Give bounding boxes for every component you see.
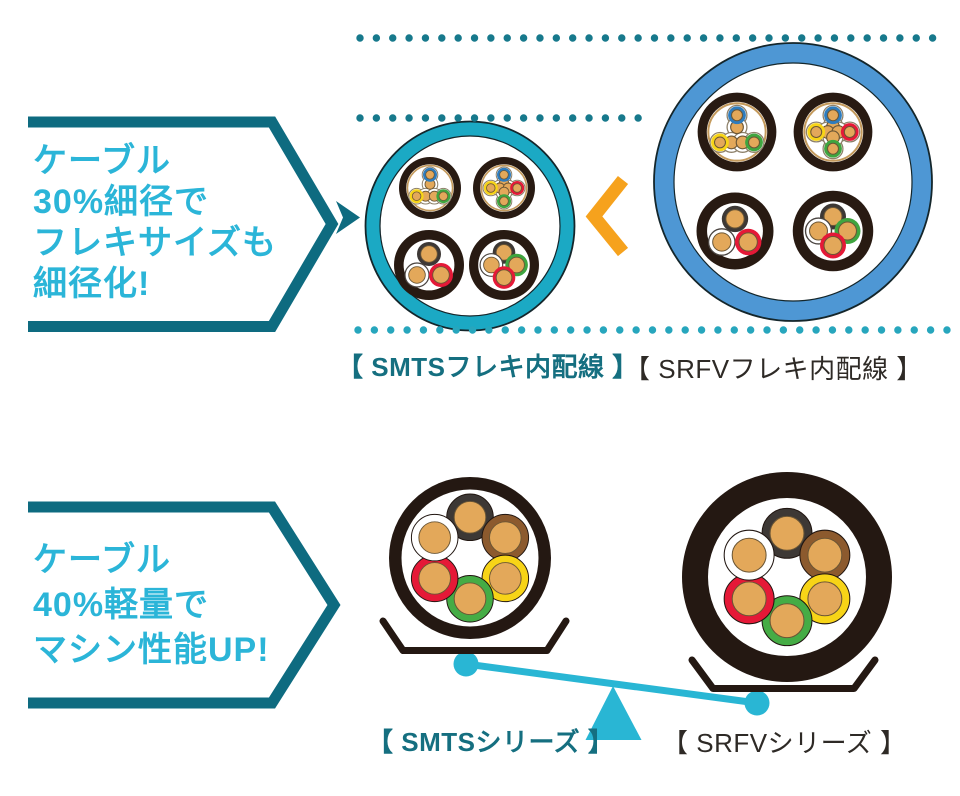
callout-line: ケーブル <box>33 142 171 180</box>
callout-line: マシン性能UP! <box>33 631 270 669</box>
scale-left-pivot-dot <box>453 651 479 677</box>
callout-line: 30%細径で <box>33 183 210 221</box>
scale-fulcrum-triangle <box>585 686 642 740</box>
smts-series-label: 【 SMTSシリーズ 】 <box>367 727 615 757</box>
srfv-series-cable-cross-section <box>682 472 892 682</box>
smts-flex-cable-cross-section <box>364 120 576 332</box>
callout-top-text: ケーブル 30%細径で フレキサイズも 細径化! <box>33 141 277 305</box>
scale-right-pivot-dot <box>744 690 770 716</box>
smts-flex-label: 【 SMTSフレキ内配線 】 <box>337 352 639 382</box>
scale-pan-left <box>379 617 570 654</box>
callout-line: ケーブル <box>33 541 171 579</box>
callout-arrow-tip-icon <box>336 201 360 234</box>
srfv-series-label: 【 SRFVシリーズ 】 <box>662 728 907 758</box>
srfv-flex-cable-cross-section <box>653 42 933 322</box>
srfv-flex-label: 【 SRFVフレキ内配線 】 <box>624 354 923 384</box>
less-than-icon <box>585 175 629 257</box>
callout-line: フレキサイズも <box>33 224 277 262</box>
scale-pan-right <box>688 656 879 692</box>
callout-bottom-text: ケーブル 40%軽量で マシン性能UP! <box>33 538 270 673</box>
callout-line: 40%軽量で <box>33 586 210 624</box>
diameter-guide-dotted-lines <box>354 34 951 334</box>
smts-series-cable-cross-section <box>389 477 551 639</box>
callout-line: 細径化! <box>33 265 151 303</box>
callout-arrow-top <box>28 116 339 332</box>
callout-arrow-bottom <box>28 501 341 709</box>
balance-scale <box>453 651 770 740</box>
